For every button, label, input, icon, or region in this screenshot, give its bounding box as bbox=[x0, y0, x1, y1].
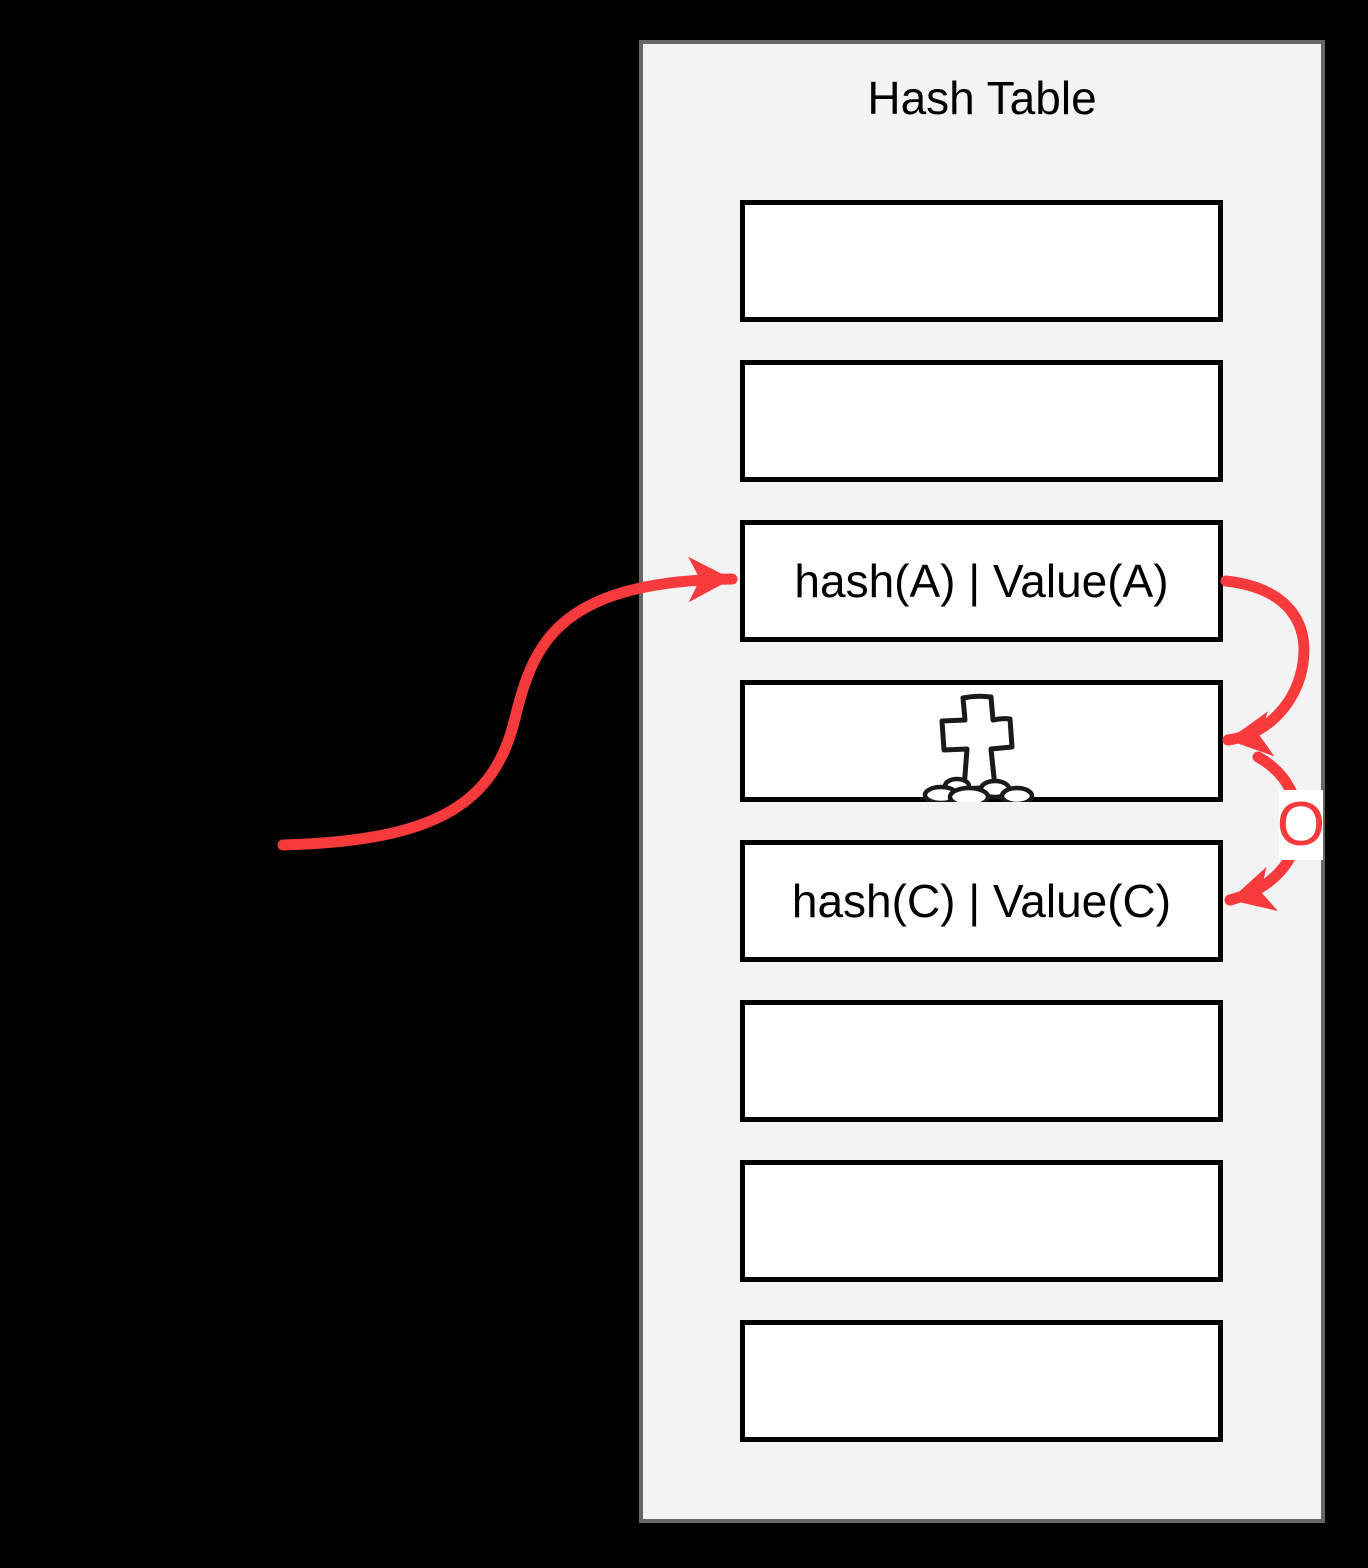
hash-slot-6 bbox=[740, 1160, 1223, 1282]
hash-slot-2: hash(A) | Value(A) bbox=[740, 520, 1223, 642]
slot-label: hash(A) | Value(A) bbox=[794, 555, 1169, 607]
hash-slot-7 bbox=[740, 1320, 1223, 1442]
hash-slot-3-tombstone bbox=[740, 680, 1223, 802]
slot-label: hash(C) | Value(C) bbox=[791, 875, 1172, 927]
tombstone-icon bbox=[922, 693, 1034, 802]
panel-title: Hash Table bbox=[867, 72, 1097, 124]
hash-slot-4: hash(C) | Value(C) bbox=[740, 840, 1223, 962]
hash-slot-5 bbox=[740, 1000, 1223, 1122]
hash-slot-0 bbox=[740, 200, 1223, 322]
hash-table-panel: Hash Table hash(A) | Value(A) hash(C) | … bbox=[639, 40, 1325, 1523]
hash-slot-1 bbox=[740, 360, 1223, 482]
